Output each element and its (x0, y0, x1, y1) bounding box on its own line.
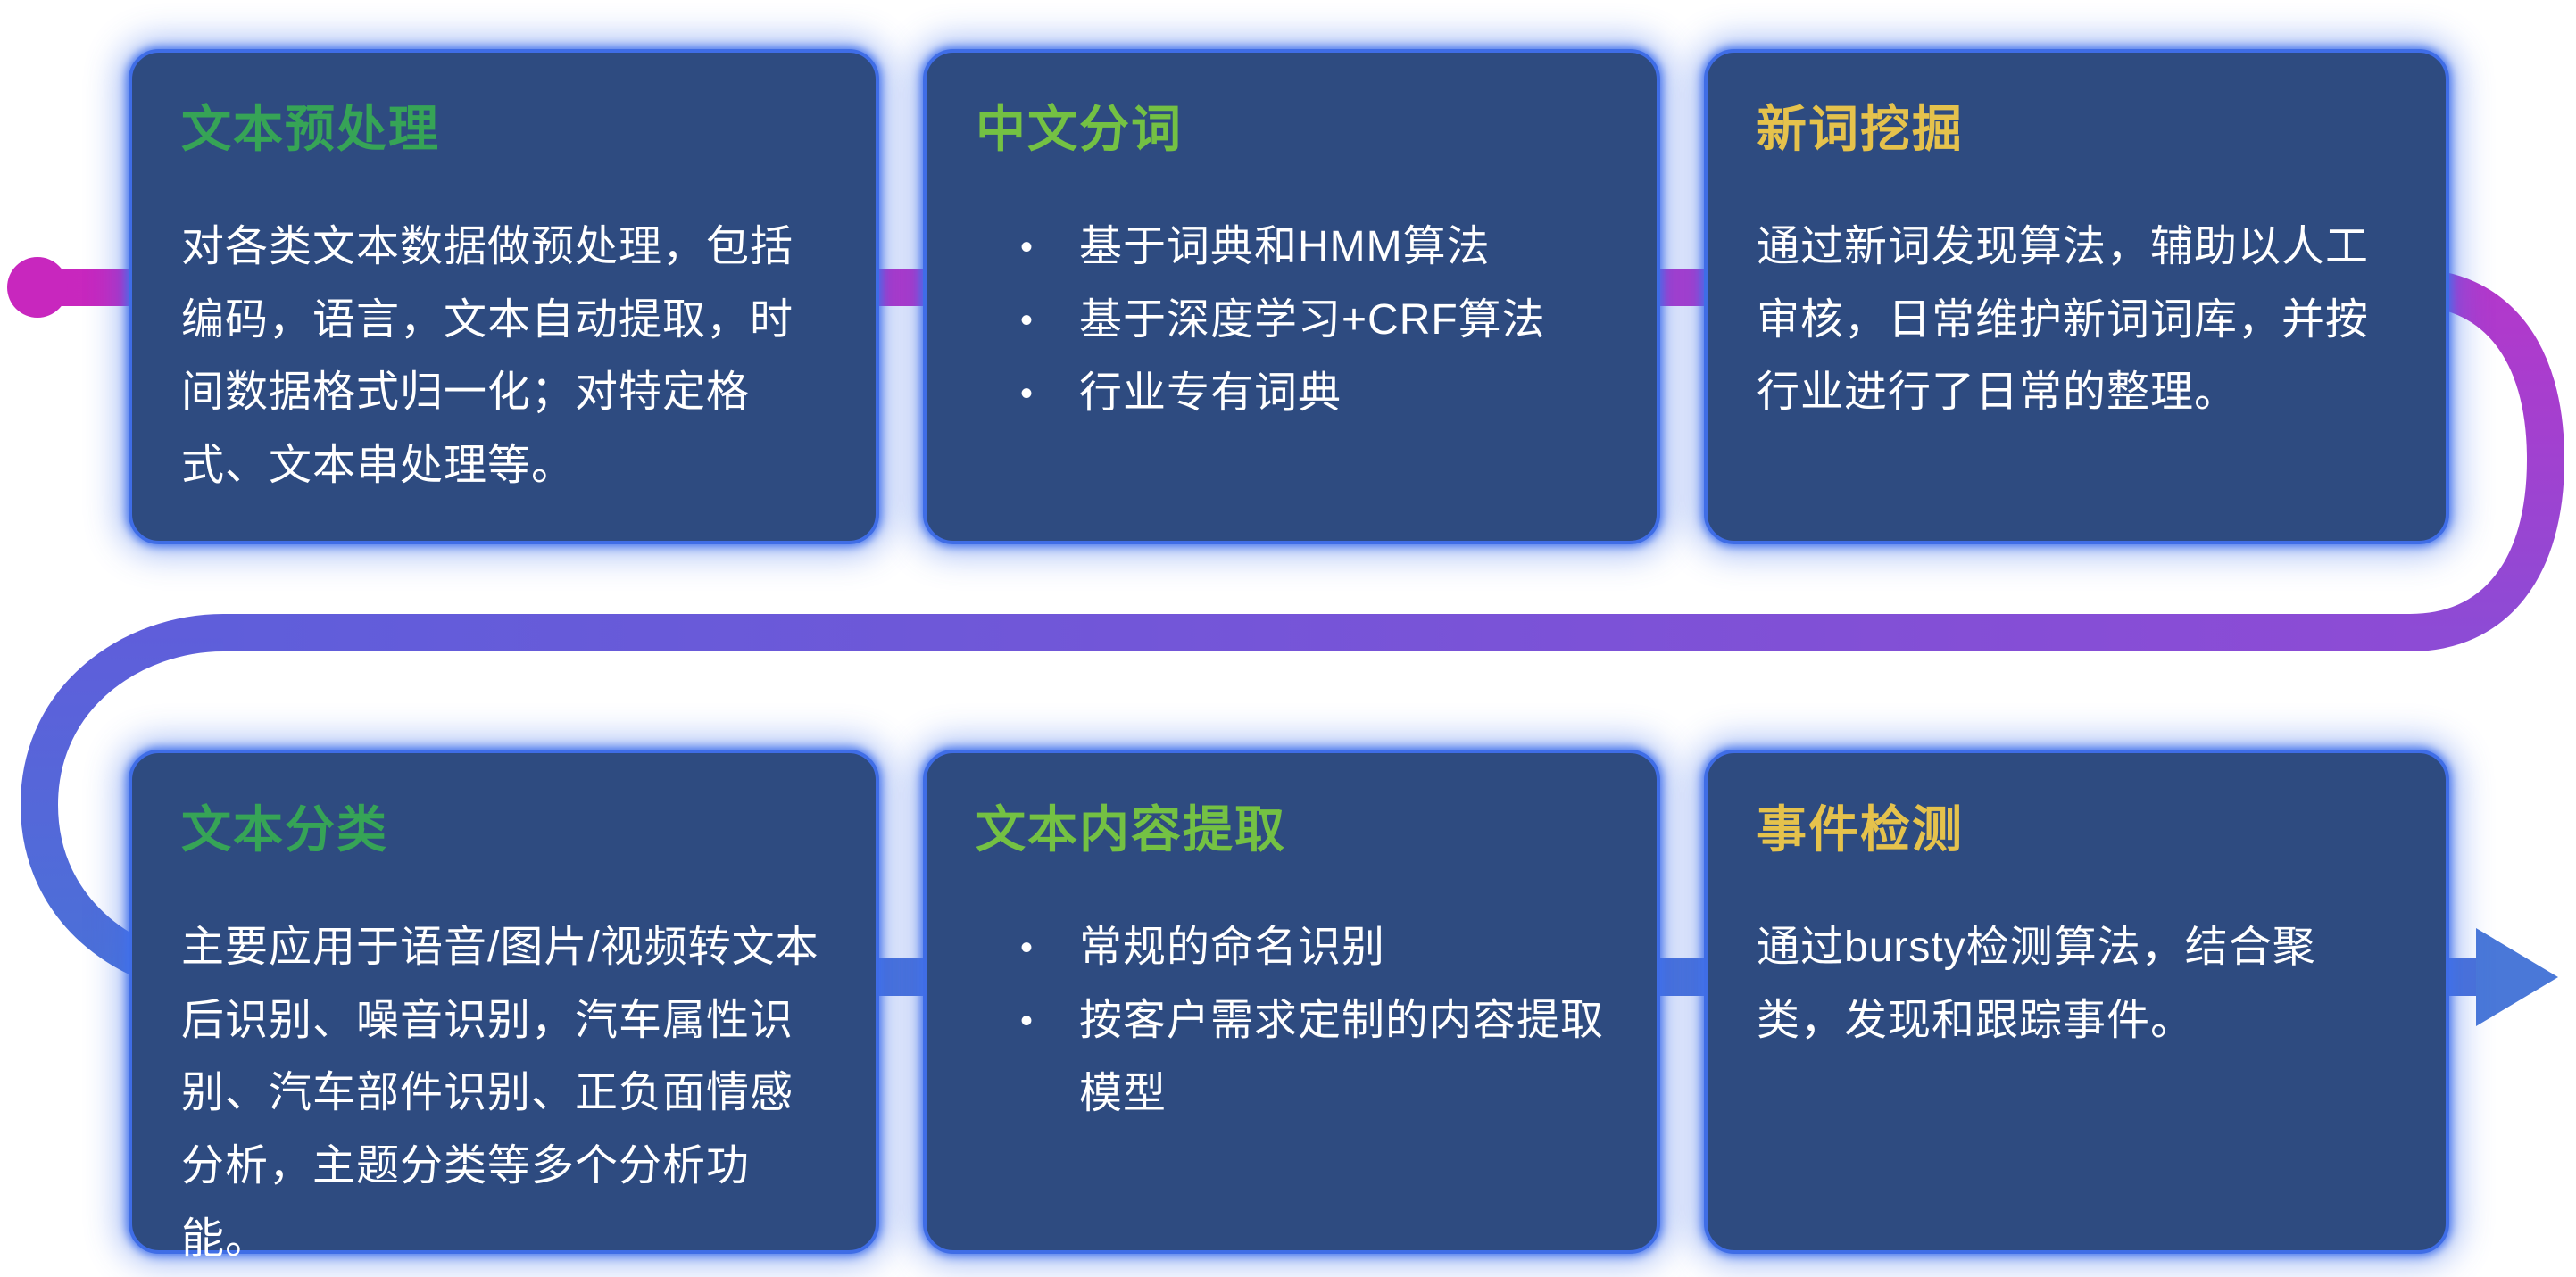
bullet-text: 行业专有词典 (1079, 369, 1342, 418)
bullet-item: • 基于词典和HMM算法 (1020, 211, 1608, 284)
card-content-extraction: 文本内容提取 • 常规的命名识别 • 按客户需求定制的内容提取模型 (923, 750, 1660, 1254)
bullet-text: 常规的命名识别 (1079, 924, 1386, 972)
bullet-marker: • (1020, 1001, 1035, 1041)
card-title: 中文分词 (976, 101, 1183, 157)
bullet-item: • 行业专有词典 (1020, 357, 1608, 430)
card-text-classification: 文本分类 主要应用于语音/图片/视频转文本后识别、噪音识别，汽车属性识别、汽车部… (129, 750, 879, 1263)
bullet-text: 基于深度学习+CRF算法 (1079, 296, 1546, 344)
card-body: 通过bursty检测算法，结合聚类，发现和跟踪事件。 (1757, 924, 2316, 1044)
bullet-marker: • (1020, 301, 1035, 341)
card-text-preprocessing: 文本预处理 对各类文本数据做预处理，包括编码，语言，文本自动提取，时间数据格式归… (129, 49, 879, 544)
bullet-marker: • (1020, 374, 1035, 414)
card-chinese-segmentation: 中文分词 • 基于词典和HMM算法 • 基于深度学习+CRF算法 • 行业专有词… (923, 49, 1660, 544)
card-body: 主要应用于语音/图片/视频转文本后识别、噪音识别，汽车属性识别、汽车部件识别、正… (181, 924, 819, 1263)
bullet-text: 基于词典和HMM算法 (1079, 223, 1491, 271)
card-new-word-mining: 新词挖掘 通过新词发现算法，辅助以人工审核，日常维护新词词库，并按行业进行了日常… (1704, 49, 2449, 544)
pipe-right-curve (2409, 269, 2565, 651)
pipe-start-dot (7, 257, 68, 318)
bullet-list: • 基于词典和HMM算法 • 基于深度学习+CRF算法 • 行业专有词典 (976, 211, 1608, 430)
card-title: 文本预处理 (181, 101, 440, 157)
card-title: 新词挖掘 (1757, 101, 1964, 157)
card-body: 对各类文本数据做预处理，包括编码，语言，文本自动提取，时间数据格式归一化；对特定… (181, 223, 794, 489)
bullet-marker: • (1020, 928, 1035, 968)
card-body: 通过新词发现算法，辅助以人工审核，日常维护新词词库，并按行业进行了日常的整理。 (1757, 223, 2370, 417)
bullet-item: • 按客户需求定制的内容提取模型 (1020, 984, 1608, 1130)
card-title: 文本分类 (181, 801, 388, 858)
bullet-list: • 常规的命名识别 • 按客户需求定制的内容提取模型 (976, 911, 1608, 1130)
card-title: 事件检测 (1757, 801, 1964, 858)
card-title: 文本内容提取 (976, 801, 1286, 858)
bullet-marker: • (1020, 228, 1035, 268)
bullet-item: • 常规的命名识别 (1020, 911, 1608, 984)
bullet-item: • 基于深度学习+CRF算法 (1020, 284, 1608, 357)
card-event-detection: 事件检测 通过bursty检测算法，结合聚类，发现和跟踪事件。 (1704, 750, 2449, 1254)
bullet-text: 按客户需求定制的内容提取模型 (1079, 997, 1605, 1117)
pipe-arrowhead-icon (2476, 928, 2558, 1026)
